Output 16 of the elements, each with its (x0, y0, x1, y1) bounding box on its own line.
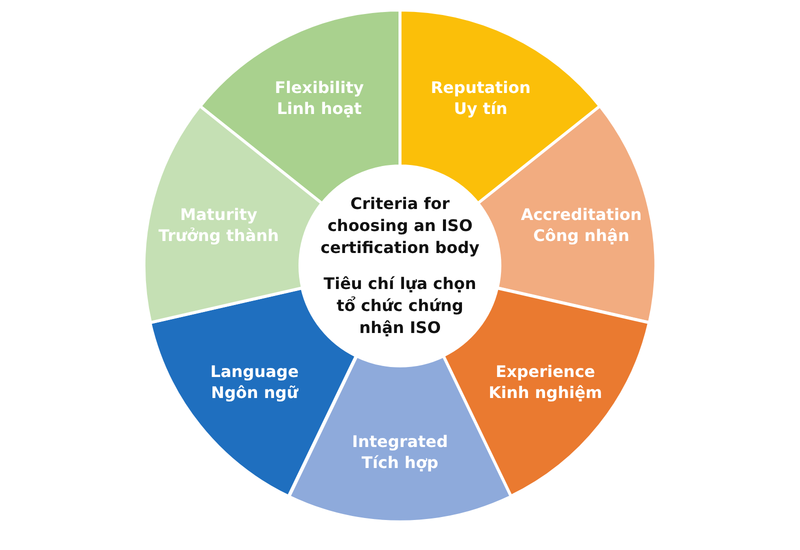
segment-label: Accreditation (520, 204, 643, 225)
segment-label: Công nhận (532, 224, 630, 246)
segment-label: Language (209, 360, 300, 382)
segment-label: Kinh nghiệm (488, 382, 604, 403)
segment-label: Linh hoạt (276, 98, 363, 120)
center-title: Tiêu chí lựa chọn tổ chức chứng nhận ISO (322, 273, 478, 339)
segment-label: Flexibility (274, 77, 365, 98)
segment-label: Trưởng thành (157, 224, 280, 246)
segment-label: Ngôn ngữ (210, 382, 300, 403)
segment-label: Tích hợp (360, 452, 440, 473)
segment-label: Reputation (430, 77, 532, 98)
center-title: Criteria for choosing an ISO certification body (320, 193, 480, 259)
segment-label: Uy tín (452, 98, 508, 120)
segment-label: Experience (494, 360, 596, 382)
segment-label: Integrated (351, 430, 449, 452)
segment-label: Maturity (179, 204, 258, 225)
